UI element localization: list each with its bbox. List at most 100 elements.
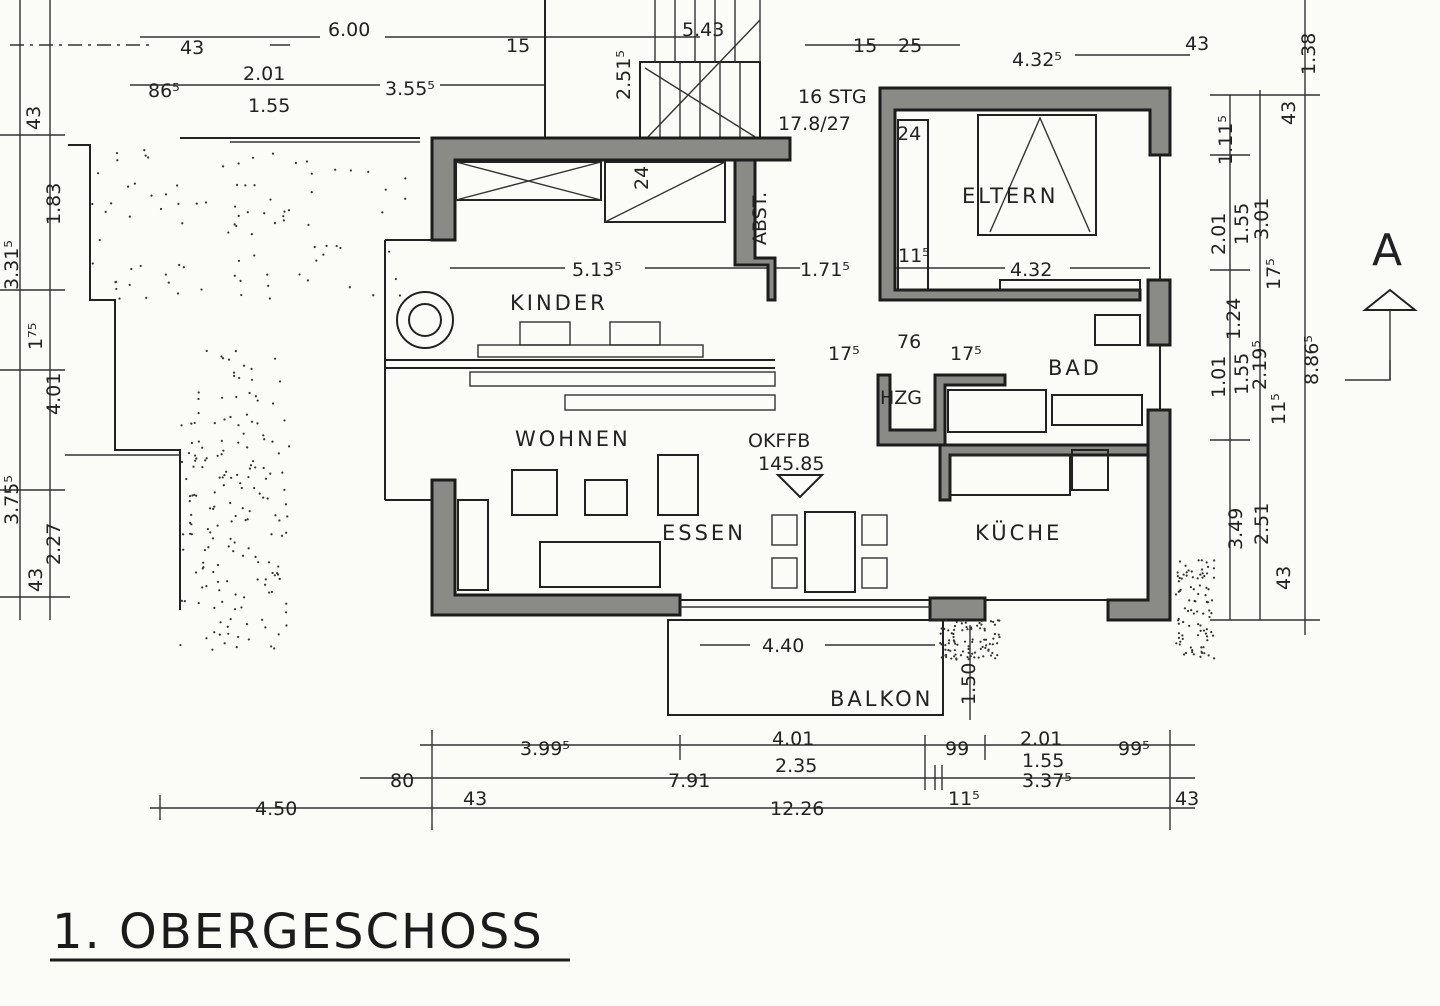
stipple-dot [190, 523, 193, 526]
stipple-dot [264, 477, 268, 480]
stipple-dot [219, 621, 222, 624]
stipple-dot [147, 156, 150, 159]
stipple-dot [942, 654, 945, 657]
stipple-dot [257, 561, 260, 564]
stipple-dot [992, 620, 995, 623]
stipple-dot [212, 507, 215, 510]
stipple-dot [230, 476, 233, 479]
stipple-dot [241, 554, 245, 557]
stipple-dot [246, 446, 249, 449]
stipple-dot [245, 622, 249, 626]
stipple-dot [1205, 635, 1209, 638]
dim-label: 2.01 [1020, 728, 1062, 750]
stair-steps: 16 STG [798, 86, 867, 108]
stipple-dot [180, 460, 184, 464]
stipple-dot [218, 589, 221, 592]
stipple-dot [220, 396, 224, 399]
stipple-dot [1200, 559, 1203, 562]
stipple-dot [991, 651, 994, 655]
dim-label: 1.50 [958, 663, 980, 705]
stipple-dot [144, 154, 147, 157]
stipple-dot [1174, 593, 1178, 596]
stipple-dot [212, 570, 215, 574]
stipple-dot [1175, 642, 1178, 645]
dim-label: 4.32 [1010, 259, 1052, 281]
stipple-dot [1205, 628, 1208, 631]
dim-label: 1.55 [1231, 353, 1253, 395]
stipple-dot [277, 452, 280, 455]
stipple-dot [404, 177, 407, 180]
wall-eltern [878, 86, 1172, 302]
stipple-dot [218, 633, 221, 636]
stipple-dot [250, 233, 253, 236]
stipple-dot [248, 467, 252, 470]
stipple-dot [983, 629, 986, 632]
dim-label: 1.55 [1022, 750, 1064, 772]
stipple-dot [984, 638, 988, 641]
stipple-dot [967, 651, 970, 654]
stipple-dot [1181, 637, 1184, 640]
stipple-dot [222, 165, 225, 168]
stipple-dot [133, 182, 136, 185]
stipple-dot [956, 643, 959, 646]
stipple-dot [278, 380, 282, 383]
stipple-dot [1176, 575, 1179, 578]
stipple-dot [1199, 629, 1202, 632]
stipple-dot [238, 376, 241, 380]
stipple-dot [262, 466, 265, 470]
room-label-essen: ESSEN [662, 521, 746, 545]
stipple-dot [983, 638, 986, 641]
stipple-dot [187, 451, 191, 455]
dim-label: 2.51 [1251, 503, 1273, 545]
stipple-dot [213, 491, 216, 494]
stipple-dot [294, 161, 298, 165]
stipple-dot [325, 244, 328, 247]
dim-label: 25 [898, 35, 922, 57]
dim-label: 76 [897, 331, 921, 353]
stipple-dot [253, 254, 256, 257]
stipple-dot [992, 637, 995, 640]
room-label-eltern: ELTERN [962, 184, 1058, 208]
stipple-dot [193, 421, 196, 425]
stipple-dot [233, 608, 237, 611]
stipple-dot [263, 212, 266, 215]
stipple-dot [197, 440, 200, 443]
stipple-dot [235, 395, 238, 399]
dim-label: 86⁵ [148, 80, 180, 102]
stipple-dot [1196, 610, 1199, 613]
stipple-dot [205, 457, 208, 460]
stipple-dot [114, 281, 117, 284]
stipple-dot [991, 643, 994, 646]
stipple-dot [115, 152, 119, 155]
stipple-dot [285, 624, 288, 627]
stipple-dot [190, 441, 194, 445]
dim-label: 2.35 [775, 755, 817, 777]
stipple-dot [247, 638, 250, 641]
stipple-dot [944, 653, 948, 657]
stipple-dot [940, 656, 943, 659]
stipple-dot [181, 222, 184, 225]
stipple-dot [235, 183, 239, 186]
dim-label: 2.01 [1208, 213, 1230, 255]
dim-label: 43 [1273, 566, 1295, 590]
stipple-dot [367, 170, 370, 173]
stipple-dot [372, 294, 375, 297]
stipple-dot [947, 642, 950, 645]
stipple-dot [955, 658, 958, 661]
stipple-dot [234, 514, 237, 518]
stipple-dot [204, 201, 208, 204]
stipple-dot [948, 639, 951, 642]
stipple-dot [398, 294, 402, 297]
stipple-dot [201, 446, 204, 449]
stipple-dot [1206, 639, 1209, 642]
stipple-dot [277, 633, 280, 636]
stipple-dot [998, 619, 1001, 622]
stipple-dot [983, 627, 986, 630]
stipple-dot [254, 466, 257, 469]
stipple-dot [1183, 607, 1187, 610]
dim-label: 43 [1278, 101, 1300, 125]
level-value: 145.85 [758, 453, 824, 475]
stipple-dot [226, 580, 229, 583]
stipple-dot [266, 273, 269, 276]
stipple-dot [178, 263, 181, 267]
